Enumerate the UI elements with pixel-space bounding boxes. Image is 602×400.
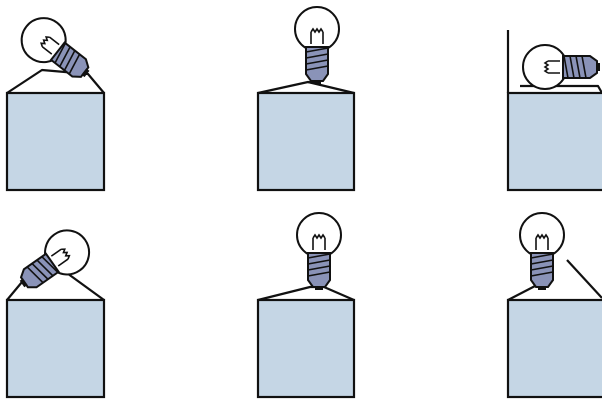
bulb-thread xyxy=(305,47,329,53)
bulb-thread xyxy=(581,55,587,79)
light-bulb xyxy=(294,6,340,84)
panel-e xyxy=(256,212,356,399)
bulb-filament xyxy=(310,27,324,44)
bulb-thread xyxy=(563,55,569,79)
bulb-thread xyxy=(59,46,71,68)
bulb-thread xyxy=(305,65,329,71)
bulb-tip-contact xyxy=(315,286,323,290)
bulb-thread xyxy=(575,55,581,79)
bulb-thread xyxy=(530,265,554,271)
bulb-thread xyxy=(530,253,554,259)
battery xyxy=(506,298,602,399)
bulb-thread xyxy=(307,253,331,259)
panel-f xyxy=(506,212,602,399)
bulb-thread xyxy=(530,271,554,277)
battery xyxy=(256,298,356,399)
bulb-thread xyxy=(36,259,54,277)
light-bulb xyxy=(519,212,565,290)
bulb-thread xyxy=(307,265,331,271)
bulb-tip-contact xyxy=(596,63,600,71)
bulb-tip-contact xyxy=(19,278,28,288)
bulb-thread xyxy=(41,256,59,273)
panel-d xyxy=(5,229,106,399)
bulb-filament xyxy=(535,233,549,250)
bulb-filament xyxy=(312,233,326,250)
bulb-filament xyxy=(543,60,560,74)
bulb-thread xyxy=(31,262,49,280)
bulb-thread xyxy=(68,53,81,75)
bulb-thread xyxy=(305,59,329,65)
bulb-thread xyxy=(26,266,44,284)
light-bulb xyxy=(296,212,342,290)
bulb-tip-contact xyxy=(538,286,546,290)
bulb-filament xyxy=(50,248,71,267)
bulb-thread xyxy=(307,259,331,265)
battery xyxy=(506,91,602,192)
bulb-tip-contact xyxy=(313,80,321,84)
panel-a xyxy=(5,17,106,192)
panel-b xyxy=(256,6,356,192)
bulb-filament xyxy=(40,36,60,55)
light-bulb xyxy=(19,229,91,289)
battery xyxy=(5,91,106,192)
light-bulb xyxy=(522,44,600,90)
wire xyxy=(257,285,355,302)
panel-c xyxy=(506,30,602,192)
wire xyxy=(6,68,105,94)
battery xyxy=(256,91,356,192)
light-bulb xyxy=(20,17,90,78)
bulb-thread xyxy=(63,50,76,71)
wire xyxy=(566,259,602,299)
bulb-thread xyxy=(530,259,554,265)
bulb-thread xyxy=(54,42,67,64)
battery xyxy=(5,298,106,399)
wire xyxy=(257,80,355,95)
bulb-thread xyxy=(569,55,575,79)
bulb-tip-contact xyxy=(81,68,90,78)
bulb-thread xyxy=(305,53,329,59)
bulb-thread xyxy=(307,271,331,277)
